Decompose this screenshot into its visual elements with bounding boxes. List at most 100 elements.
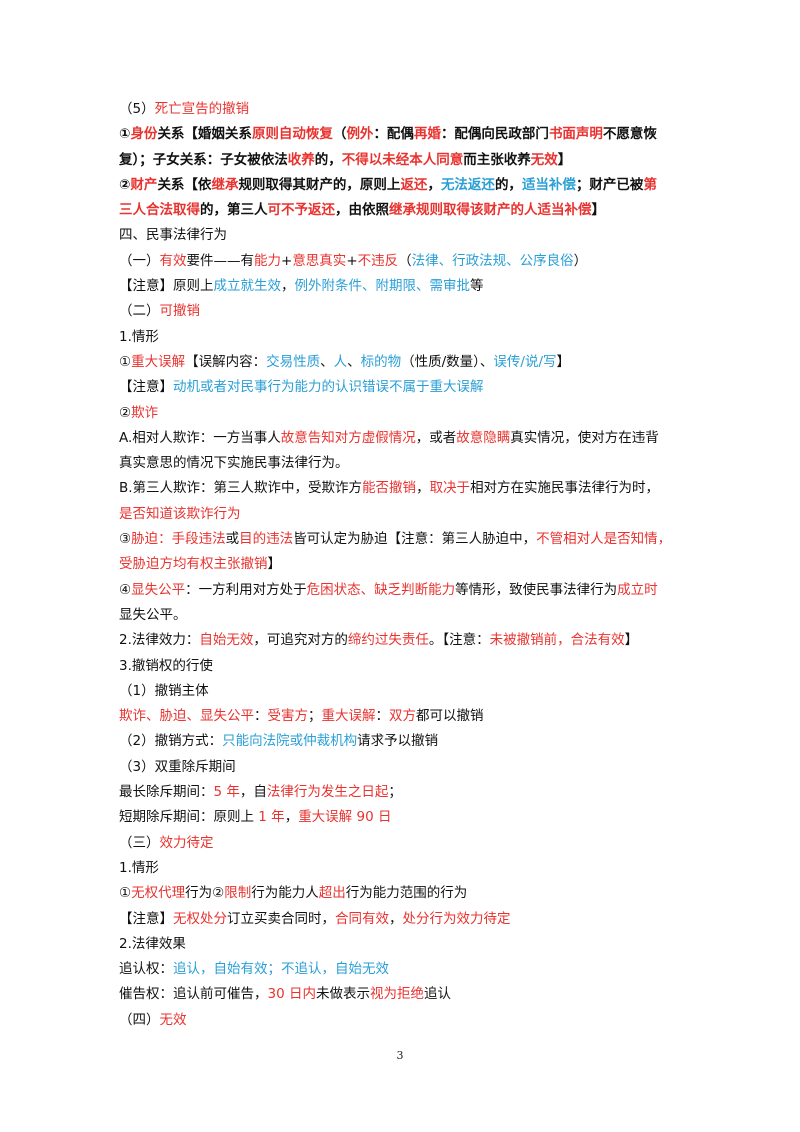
text-segment: 追认权： (119, 961, 173, 978)
text-segment: 重大误解 (131, 353, 186, 370)
text-segment: 无效 (159, 1011, 187, 1028)
text-segment: 法律行为发生之日起 (266, 784, 389, 801)
text-segment: 2.法律效果 (119, 935, 186, 952)
text-segment: ； (308, 708, 322, 725)
text-segment: 不违反 (357, 252, 399, 269)
text-line: 2.法律效果 (119, 935, 694, 953)
text-segment: 缔约过失责任 (347, 632, 429, 649)
text-segment: （3）双重除斥期间 (119, 758, 236, 775)
text-segment: 书面声明 (548, 126, 603, 143)
text-segment: 可撤销 (159, 303, 201, 320)
text-line: （三）效力待定 (119, 834, 694, 852)
text-segment: 财产 (130, 176, 158, 193)
text-segment: 3.撤销权的行使 (119, 657, 213, 674)
text-segment: 追认，自始有效；不追认，自始无效 (173, 961, 389, 978)
text-segment: 真实意思的情况下实施民事法律行为。 (119, 455, 349, 472)
text-segment: 追认 (423, 986, 451, 1003)
text-segment: 行为② (185, 885, 225, 902)
text-segment: 原则自动恢复 (251, 126, 333, 143)
text-segment: 【注意】 (119, 910, 173, 927)
text-line: （二）可撤销 (119, 302, 694, 320)
text-segment: 交易性质 (266, 353, 321, 370)
text-segment: 视为拒绝 (369, 986, 424, 1003)
text-segment: ，自 (239, 784, 267, 801)
text-line: 2.法律效力：自始无效，可追究对方的缔约过失责任。【注意：未被撤销前，合法有效】 (119, 631, 694, 649)
text-line: 欺诈、胁迫、显失公平：受害方；重大误解：双方都可以撤销 (119, 707, 694, 725)
text-segment: 欺诈 (131, 404, 159, 421)
text-segment: 能力 (254, 252, 281, 269)
text-segment: ） (573, 252, 588, 269)
text-segment: 短期除斥期间：原则上 (119, 809, 259, 826)
text-segment: 三人合法取得 (119, 202, 200, 219)
text-segment: 是否知道该欺诈行为 (119, 505, 241, 522)
text-segment: （四） (119, 1011, 160, 1028)
text-segment: 受胁迫方均有权主张撤销 (119, 556, 268, 573)
text-segment: 皆可认定为胁迫【注意：第三人胁迫中， (293, 531, 537, 548)
text-line: 1.情形 (119, 859, 694, 877)
text-segment: 催告权：追认前可催告， (119, 986, 268, 1003)
text-segment: 关系【婚姻关系 (157, 126, 252, 143)
text-segment: 欺诈、胁迫、显失公平 (119, 708, 254, 725)
text-line: （5）死亡宣告的撤销 (119, 100, 694, 118)
text-segment: 能否撤销 (362, 480, 417, 497)
text-segment: 未被撤销前，合法有效 (489, 632, 625, 649)
text-segment: ：一方利用对方处于 (185, 581, 307, 598)
text-segment: 第 (643, 176, 657, 193)
text-segment: 30 日内 (267, 986, 316, 1003)
text-line: ③胁迫：手段违法或目的违法皆可认定为胁迫【注意：第三人胁迫中，不管相对人是否知情… (119, 530, 694, 548)
text-line: 1.情形 (119, 328, 694, 346)
text-line: ①重大误解【误解内容：交易性质、人、标的物（性质/数量）、误传/说/写】 (119, 353, 694, 371)
text-line: 3.撤销权的行使 (119, 657, 694, 675)
text-segment: 身份 (130, 126, 158, 143)
text-segment: （1）撤销主体 (119, 682, 209, 699)
text-segment: ② (119, 404, 132, 421)
text-segment: 请求予以撤销 (357, 733, 439, 750)
text-segment: ④ (119, 581, 132, 598)
text-segment: 故意隐瞒 (456, 429, 511, 446)
text-segment: 例外附条件、附期限、需审批 (294, 278, 471, 295)
text-line: 四、民事法律行为 (119, 226, 694, 244)
text-segment: 不愿意恢 (602, 126, 657, 143)
text-segment: 未做表示 (315, 986, 370, 1003)
text-segment: ， (284, 809, 299, 826)
text-segment: 不得以未经本人同意 (341, 151, 464, 168)
text-segment: 例外 (346, 126, 374, 143)
text-segment: （5） (119, 101, 155, 117)
text-line: 最长除斥期间：5 年，自法律行为发生之日起； (119, 783, 694, 801)
text-segment: 或 (225, 531, 240, 548)
text-segment: ，可追究对方的 (253, 632, 348, 649)
text-line: ②欺诈 (119, 404, 694, 422)
text-line: 【注意】无权处分订立买卖合同时，合同有效，处分行为效力待定 (119, 910, 694, 928)
text-line: ②财产关系【依继承规则取得其财产的，原则上返还，无法返还的，适当补偿；财产已被第 (119, 176, 694, 194)
text-segment: 再婚 (413, 126, 441, 143)
text-segment: 、 (347, 353, 361, 370)
text-segment: 不管相对人是否知情， (536, 531, 672, 548)
text-segment: + (346, 252, 358, 269)
text-segment: 四、民事法律行为 (119, 227, 227, 244)
text-segment: 1.情形 (119, 859, 159, 876)
text-segment: 2.法律效力： (119, 632, 200, 649)
text-segment: 】 (591, 202, 606, 219)
text-segment: 超出 (318, 885, 346, 902)
text-segment: 的， (494, 176, 522, 193)
text-segment: 真实情况，使对方在违背 (510, 429, 659, 446)
text-segment: 可不予返还 (267, 202, 336, 219)
text-segment: 成立就生效 (213, 278, 282, 295)
text-segment: 【注意】原则上 (119, 278, 214, 295)
text-line: B.第三人欺诈：第三人欺诈中，受欺诈方能否撤销，取决于相对方在实施民事法律行为时… (119, 479, 694, 497)
text-segment: 取决于 (429, 480, 471, 497)
text-segment: ② (119, 176, 131, 193)
text-segment: 动机或者对民事行为能力的认识错误不属于重大误解 (173, 379, 484, 396)
text-segment: ： (254, 708, 268, 725)
page-number: 3 (396, 1049, 404, 1062)
text-line: 是否知道该欺诈行为 (119, 505, 694, 523)
text-segment: 双方 (389, 708, 416, 725)
text-segment: （二） (119, 303, 160, 320)
text-segment: 法律、行政法规、公序良俗 (411, 252, 574, 269)
text-segment: 无权处分 (173, 910, 227, 927)
text-segment: 等情形，致使民事法律行为 (455, 581, 618, 598)
text-segment: 行为能力范围的行为 (345, 885, 468, 902)
text-segment: （三） (119, 834, 160, 851)
text-segment: 1.情形 (119, 328, 159, 345)
text-line: （1）撤销主体 (119, 682, 694, 700)
